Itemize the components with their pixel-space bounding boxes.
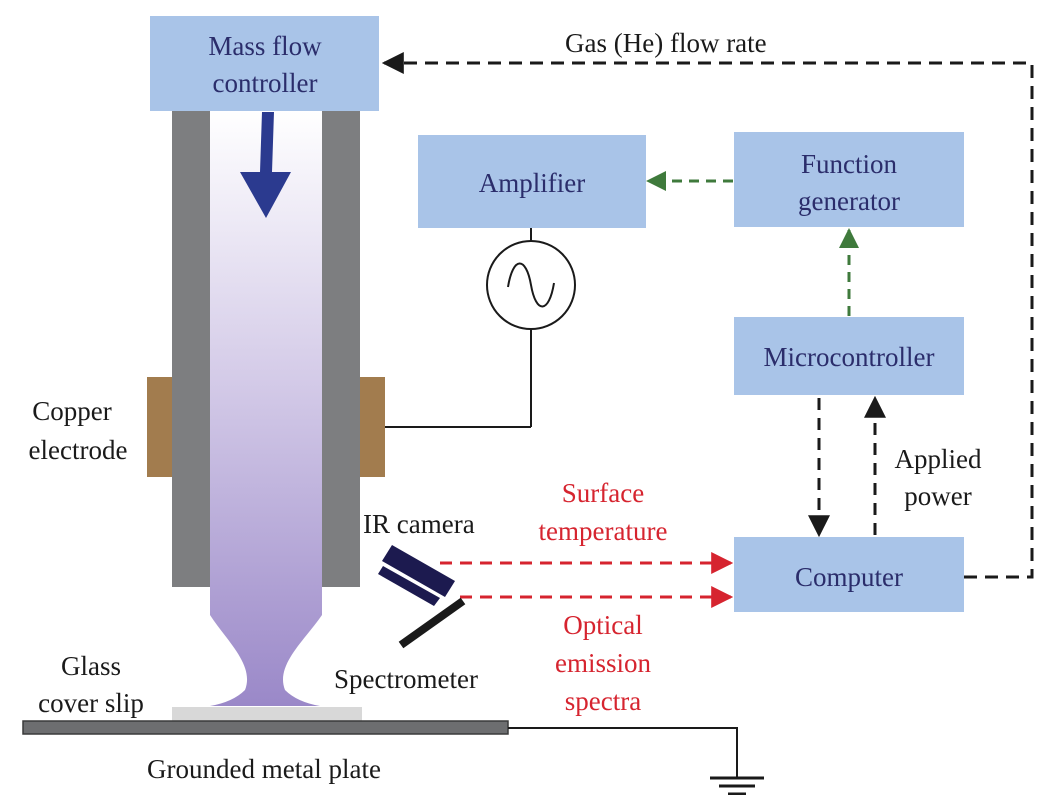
down-arrow-icon [240,112,291,218]
optical-emission-label-2: emission [555,648,652,678]
microcontroller-box: Microcontroller [734,317,964,395]
copper-electrode-left [147,377,172,477]
grounded-metal-plate [22,720,509,735]
amplifier-box: Amplifier [418,135,646,228]
tube-wall-left [172,110,210,587]
optical-emission-label-1: Optical [563,610,642,640]
microcontroller-label: Microcontroller [764,342,935,372]
grounded-plate-label: Grounded metal plate [147,754,381,784]
copper-electrode-label-1: Copper [32,396,111,426]
surface-temperature-label-2: temperature [539,516,668,546]
gas-flow-rate-label: Gas (He) flow rate [565,28,767,58]
optical-emission-label-3: spectra [565,686,641,716]
ir-camera-icon [378,545,455,606]
copper-electrode-label-2: electrode [29,435,128,465]
function-generator-box: Function generator [734,132,964,227]
mass-flow-label-2: controller [213,68,318,98]
ground-connection [508,727,738,778]
plasma-jet-tube [172,110,360,706]
function-generator-label-1: Function [801,149,898,179]
tube-wall-right [322,110,360,587]
function-generator-label-2: generator [798,186,900,216]
amplifier-wiring [385,228,532,428]
glass-cover-slip-label-2: cover slip [38,688,144,718]
gas-flow-feedback-arrow [381,52,1034,579]
computer-label: Computer [795,562,903,592]
ir-camera-label: IR camera [363,509,475,539]
computer-box: Computer [734,537,964,612]
glass-cover-slip [172,707,362,721]
glass-cover-slip-label-1: Glass [61,651,121,681]
ground-icon [710,776,764,795]
spectrometer-label: Spectrometer [334,664,478,694]
plasma-plume [210,110,322,706]
applied-power-label-2: power [904,481,971,511]
amplifier-label: Amplifier [479,168,585,198]
mass-flow-label-1: Mass flow [208,31,322,61]
copper-electrode-right [360,377,385,477]
applied-power-label-1: Applied [895,444,982,474]
mass-flow-controller-box: Mass flow controller [150,16,379,111]
surface-temperature-label-1: Surface [562,478,644,508]
spectrometer-icon [398,597,466,649]
ac-source-icon [486,240,576,330]
